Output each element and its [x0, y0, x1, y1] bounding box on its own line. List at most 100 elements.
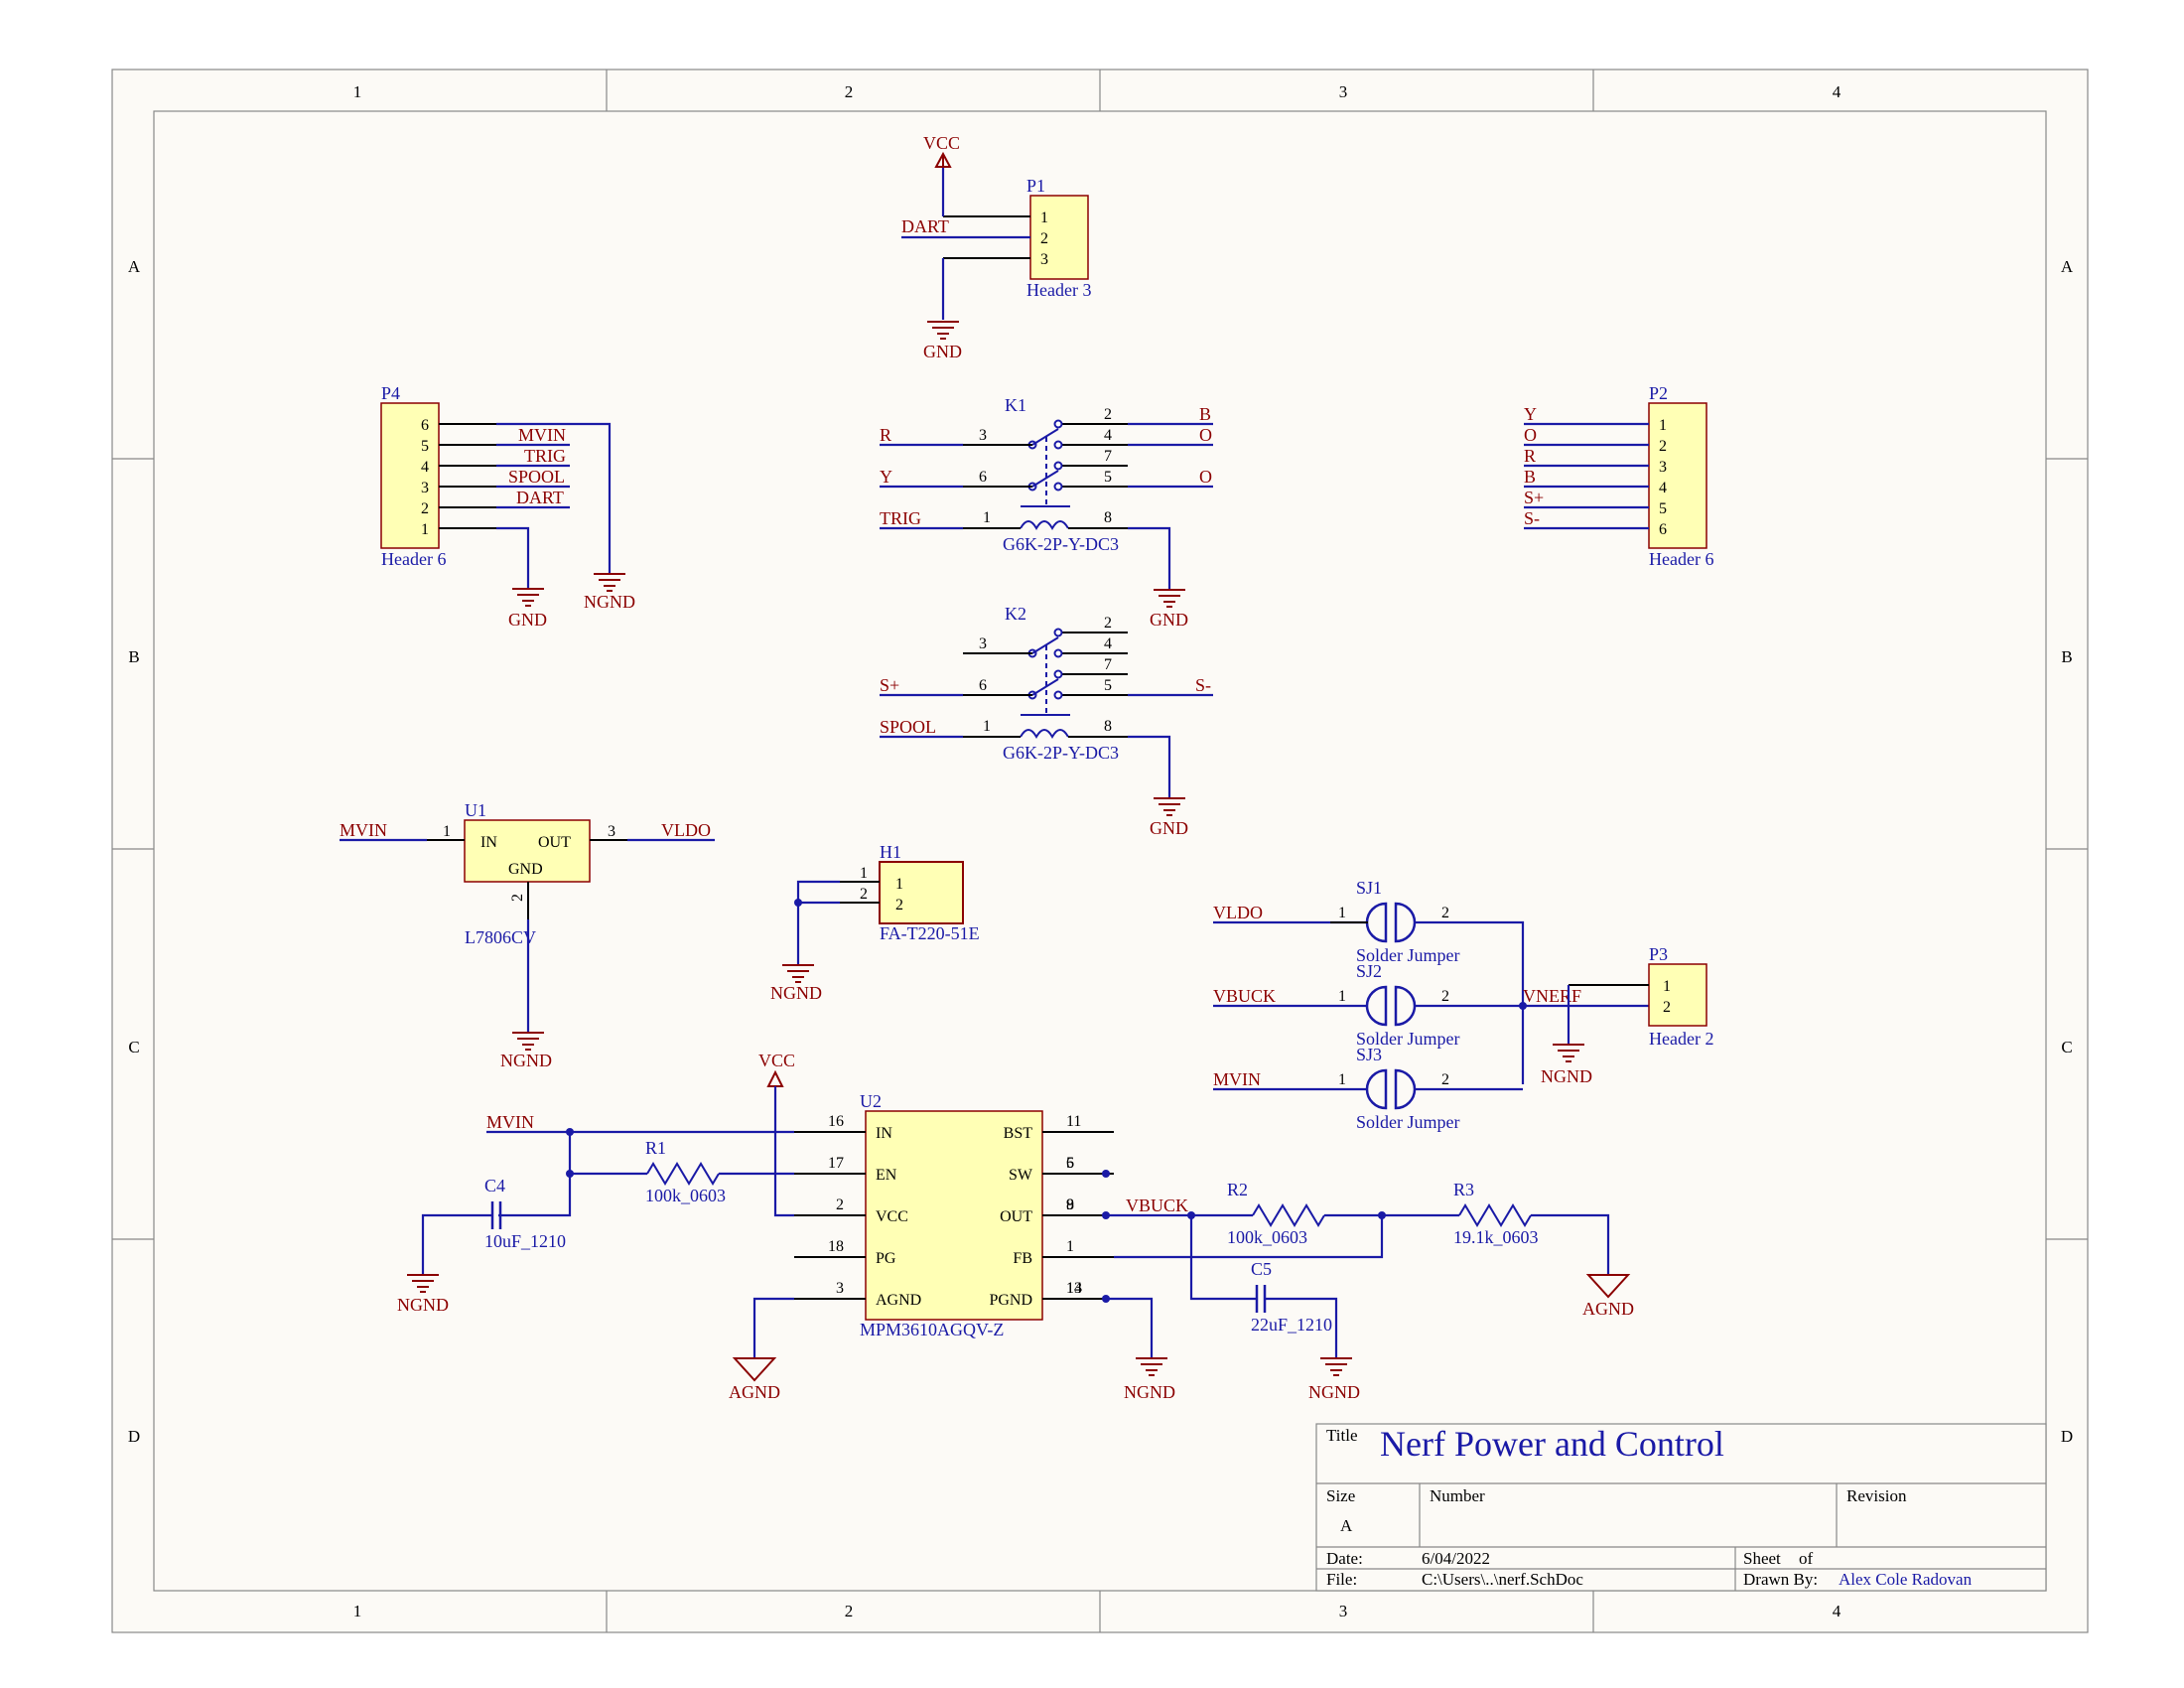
- p1-header3: P1 Header 3 1 2 3: [901, 167, 1091, 320]
- u2-pin1: 1: [1066, 1238, 1074, 1255]
- p2-pin4: 4: [1659, 480, 1667, 496]
- of-label: of: [1799, 1549, 1814, 1568]
- y-net-p2: Y: [1524, 404, 1537, 424]
- ngnd-symbol-c4: NGND: [397, 1274, 449, 1315]
- ngnd-label-p3: NGND: [1541, 1066, 1592, 1086]
- u2-pin2: 2: [836, 1196, 844, 1213]
- ngnd-symbol-u1: NGND: [500, 1032, 552, 1070]
- date-value: 6/04/2022: [1422, 1549, 1490, 1568]
- zone-col-1-bottom: 1: [353, 1602, 362, 1620]
- p4-value: Header 6: [381, 549, 446, 569]
- k1-relay: K1 G6K-2P-Y-DC3 3 6 1 2 4 7 5 8: [880, 395, 1213, 590]
- k2-pin8: 8: [1104, 718, 1112, 735]
- zone-row-b-right: B: [2061, 647, 2072, 666]
- sj1-value: Solder Jumper: [1356, 945, 1459, 965]
- p2-pin5: 5: [1659, 500, 1667, 517]
- vcc-label-u2: VCC: [758, 1051, 795, 1070]
- gnd-label-p4: GND: [508, 610, 547, 630]
- zone-row-a-right: A: [2061, 257, 2074, 276]
- mvin-net-u2: MVIN: [486, 1112, 534, 1132]
- k2-pin7: 7: [1104, 656, 1112, 673]
- u2-ref: U2: [860, 1091, 882, 1111]
- ngnd-label-c4: NGND: [397, 1295, 449, 1315]
- zone-col-2-bottom: 2: [845, 1602, 854, 1620]
- wire-c4-node: [498, 1132, 572, 1217]
- o-net-k1-5: O: [1199, 467, 1212, 487]
- k2-value: G6K-2P-Y-DC3: [1003, 743, 1119, 763]
- u1-ref: U1: [465, 800, 486, 820]
- trig-net-k1: TRIG: [880, 508, 921, 528]
- title-label: Title: [1326, 1426, 1358, 1445]
- zone-dividers: [112, 70, 2088, 1632]
- splus-net-k2: S+: [880, 675, 899, 695]
- zone-col-4-top: 4: [1833, 82, 1842, 101]
- mvin-net-p4: MVIN: [518, 425, 566, 445]
- agnd-symbol-u2: AGND: [729, 1357, 780, 1402]
- h1-value: FA-T220-51E: [880, 923, 980, 943]
- wire-fb: [1114, 1215, 1384, 1259]
- u2-fb-label: FB: [1013, 1250, 1032, 1267]
- zone-row-b-left: B: [128, 647, 139, 666]
- k2-pin3: 3: [979, 635, 987, 652]
- h1-ref: H1: [880, 842, 901, 862]
- ngnd-label-h1: NGND: [770, 983, 822, 1003]
- sj1-pin2: 2: [1441, 905, 1449, 921]
- p4-header6: P4 Header 6 6 5 4 3 2 1: [380, 383, 612, 588]
- gnd-symbol-p4: GND: [508, 588, 547, 630]
- u2-buck-module: U2 MPM3610AGQV-Z IN EN VCC PG AGND BST S…: [794, 1091, 1114, 1339]
- p3-header2: P3 Header 2 1 2: [1567, 944, 1713, 1049]
- title-block: Title Nerf Power and Control Size A Numb…: [1315, 1423, 2047, 1592]
- drawn-by-label: Drawn By:: [1743, 1570, 1818, 1589]
- wire-c5-left: [1189, 1215, 1257, 1301]
- ngnd-symbol-pgnd: NGND: [1124, 1357, 1175, 1402]
- p2-pin1: 1: [1659, 417, 1667, 434]
- u2-en-label: EN: [876, 1167, 897, 1184]
- zone-labels: 1 2 3 4 1 2 3 4 A B C D A B C D: [128, 82, 2074, 1620]
- p1-value: Header 3: [1026, 280, 1091, 300]
- k1-pin8: 8: [1104, 509, 1112, 526]
- u2-out-label: OUT: [1000, 1208, 1032, 1225]
- sj2-solder-jumper: SJ2 Solder Jumper 1 2: [1213, 961, 1649, 1049]
- drawn-by-value: Alex Cole Radovan: [1839, 1570, 1973, 1589]
- zone-row-c-left: C: [128, 1038, 139, 1056]
- u2-pin5: 5: [1066, 1155, 1074, 1172]
- ngnd-label-p4: NGND: [584, 592, 635, 612]
- wire-c5-right: [1265, 1297, 1338, 1358]
- u2-pin16: 16: [828, 1113, 844, 1130]
- p4-pin4: 4: [421, 459, 429, 476]
- u2-in-label: IN: [876, 1125, 892, 1142]
- h1-pin1-out: 1: [860, 865, 868, 882]
- sheet-label: Sheet: [1743, 1549, 1781, 1568]
- r2-value: 100k_0603: [1227, 1227, 1307, 1247]
- vldo-net-sj1: VLDO: [1213, 903, 1263, 922]
- r2-ref: R2: [1227, 1180, 1248, 1199]
- size-value: A: [1340, 1516, 1353, 1535]
- ngnd-symbol-h1: NGND: [770, 964, 822, 1003]
- c4-value: 10uF_1210: [484, 1231, 566, 1251]
- gnd-symbol-p1: GND: [923, 321, 962, 361]
- h1-heatsink: H1 FA-T220-51E 1 2 1 2: [794, 842, 980, 965]
- r3-value: 19.1k_0603: [1453, 1227, 1539, 1247]
- agnd-label-r3: AGND: [1582, 1299, 1634, 1319]
- u1-gnd-label: GND: [508, 861, 543, 878]
- splus-net-p2: S+: [1524, 488, 1544, 507]
- p3-pin1: 1: [1663, 978, 1671, 995]
- k2-ref: K2: [1005, 604, 1026, 624]
- ngnd-label-c5: NGND: [1308, 1382, 1360, 1402]
- ngnd-label-pgnd: NGND: [1124, 1382, 1175, 1402]
- k2-pin2: 2: [1104, 615, 1112, 632]
- p4-pin3: 3: [421, 480, 429, 496]
- k1-value: G6K-2P-Y-DC3: [1003, 534, 1119, 554]
- spool-net-p4: SPOOL: [508, 467, 565, 487]
- u2-pin3: 3: [836, 1280, 844, 1297]
- p1-pin3: 3: [1040, 251, 1048, 268]
- u2-pin13: 13: [1066, 1280, 1082, 1297]
- vbuck-net-sj2: VBUCK: [1213, 986, 1276, 1006]
- dart-net-p4: DART: [516, 488, 564, 507]
- u2-pin18: 18: [828, 1238, 844, 1255]
- u2-vcc-label: VCC: [876, 1208, 908, 1225]
- u2-agnd-label: AGND: [876, 1292, 921, 1309]
- zone-col-3-top: 3: [1339, 82, 1348, 101]
- p4-pin5: 5: [421, 438, 429, 455]
